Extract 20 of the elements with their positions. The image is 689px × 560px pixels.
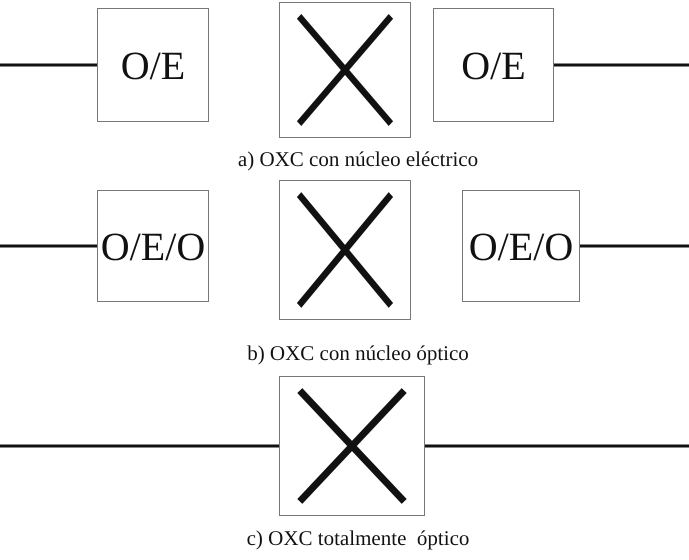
box-label: O/E/O: [468, 222, 574, 270]
fiber-line: [0, 444, 279, 448]
fiber-line: [0, 64, 97, 66]
box-label: O/E: [461, 42, 526, 88]
fiber-line: [580, 244, 689, 248]
caption: c) OXC totalmente óptico: [246, 526, 470, 551]
switch-box: [279, 180, 411, 320]
process-box: [97, 190, 209, 302]
process-box: [433, 8, 554, 122]
switch-box: [279, 2, 411, 138]
fiber-line: [0, 244, 97, 248]
caption: a) OXC con núcleo eléctrico: [238, 147, 478, 172]
fiber-line: [425, 444, 689, 448]
process-box: [462, 190, 580, 302]
fiber-line: [554, 64, 689, 66]
box-label: O/E: [120, 42, 186, 88]
switch-box: [279, 376, 425, 516]
caption: b) OXC con núcleo óptico: [247, 341, 469, 366]
box-label: O/E/O: [100, 222, 206, 270]
process-box: [97, 8, 209, 122]
